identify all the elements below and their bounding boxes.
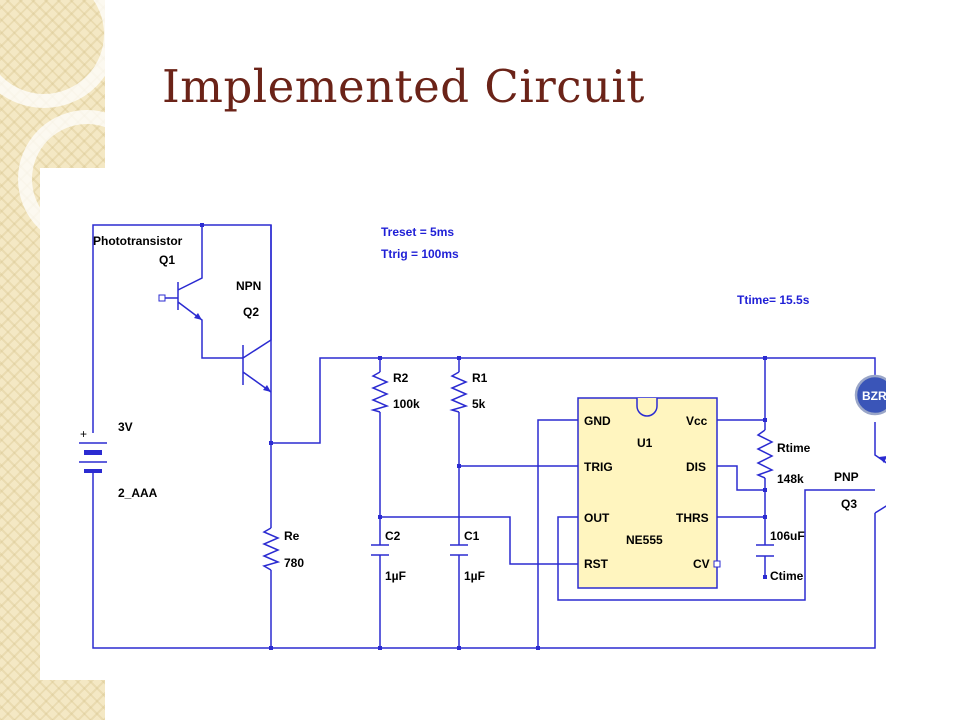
junction-nodes: [200, 223, 767, 650]
re-ref: Re: [284, 529, 300, 543]
resistor-r2-symbol: [370, 371, 390, 413]
capacitor-ctime-symbol: [756, 544, 774, 557]
buzzer-label: BZR: [862, 389, 886, 403]
r1-value: 5k: [472, 397, 486, 411]
capacitor-c2-symbol: [371, 544, 389, 556]
q3-type: PNP: [834, 470, 859, 484]
schematic-background: [40, 168, 886, 680]
capacitor-c1-symbol: [450, 544, 468, 556]
q1-base-terminal: [158, 294, 166, 302]
resistor-rtime-symbol: [755, 429, 774, 479]
ne555-pin-rst: RST: [584, 557, 609, 571]
ne555-pin-vcc: Vcc: [686, 414, 708, 428]
q3-ref: Q3: [841, 497, 857, 511]
battery-voltage: 3V: [118, 420, 133, 434]
c2-value: 1µF: [385, 569, 406, 583]
slide-title: Implemented Circuit: [162, 60, 645, 113]
battery-symbol: [79, 442, 107, 473]
q3-emitter-arrow: [879, 456, 886, 463]
r2-ref: R2: [393, 371, 409, 385]
c1-ref: C1: [464, 529, 480, 543]
component-labels: Phototransistor Q1 NPN Q2 + 3V 2_AAA Re …: [80, 234, 886, 583]
ne555-name: NE555: [626, 533, 663, 547]
resistors: [262, 371, 774, 571]
battery-plus-sign: +: [80, 427, 87, 441]
resistor-r1-symbol: [449, 371, 469, 413]
battery-name: 2_AAA: [118, 486, 158, 500]
ne555-pin-thrs: THRS: [676, 511, 709, 525]
transistor-arrows: [194, 313, 886, 463]
wires: [92, 224, 886, 649]
circuit-schematic: Treset = 5ms Ttrig = 100ms Ttime= 15.5s …: [40, 168, 886, 680]
q2-emitter-arrow: [263, 385, 271, 392]
r2-value: 100k: [393, 397, 420, 411]
ctime-value: 106uF: [770, 529, 805, 543]
ttime-note: Ttime= 15.5s: [737, 293, 810, 307]
ne555-notch: [636, 398, 658, 417]
q1-emitter-arrow: [194, 313, 202, 320]
re-value: 780: [284, 556, 304, 570]
ne555-pin-out: OUT: [584, 511, 610, 525]
q2-ref: Q2: [243, 305, 259, 319]
ne555-pin-trig: TRIG: [584, 460, 613, 474]
ne555-pin-gnd: GND: [584, 414, 611, 428]
ne555-body: [577, 397, 718, 589]
ttrig-note: Ttrig = 100ms: [381, 247, 459, 261]
treset-note: Treset = 5ms: [381, 225, 454, 239]
c2-ref: C2: [385, 529, 401, 543]
c1-value: 1µF: [464, 569, 485, 583]
q1-label: Phototransistor: [93, 234, 183, 248]
q2-type: NPN: [236, 279, 261, 293]
capacitors: [371, 544, 774, 557]
ne555-cv-terminal: [713, 560, 721, 568]
ne555-ref: U1: [637, 436, 653, 450]
rtime-ref: Rtime: [777, 441, 811, 455]
buzzer: [854, 374, 886, 416]
annotations: Treset = 5ms Ttrig = 100ms Ttime= 15.5s: [381, 225, 810, 307]
resistor-re-symbol: [262, 527, 281, 571]
buzzer-body: [854, 374, 886, 416]
r1-ref: R1: [472, 371, 488, 385]
ne555-pin-cv: CV: [693, 557, 710, 571]
ne555-pin-dis: DIS: [686, 460, 706, 474]
q1-ref: Q1: [159, 253, 175, 267]
ne555-chip: [577, 397, 721, 589]
ctime-ref: Ctime: [770, 569, 804, 583]
rtime-value: 148k: [777, 472, 804, 486]
